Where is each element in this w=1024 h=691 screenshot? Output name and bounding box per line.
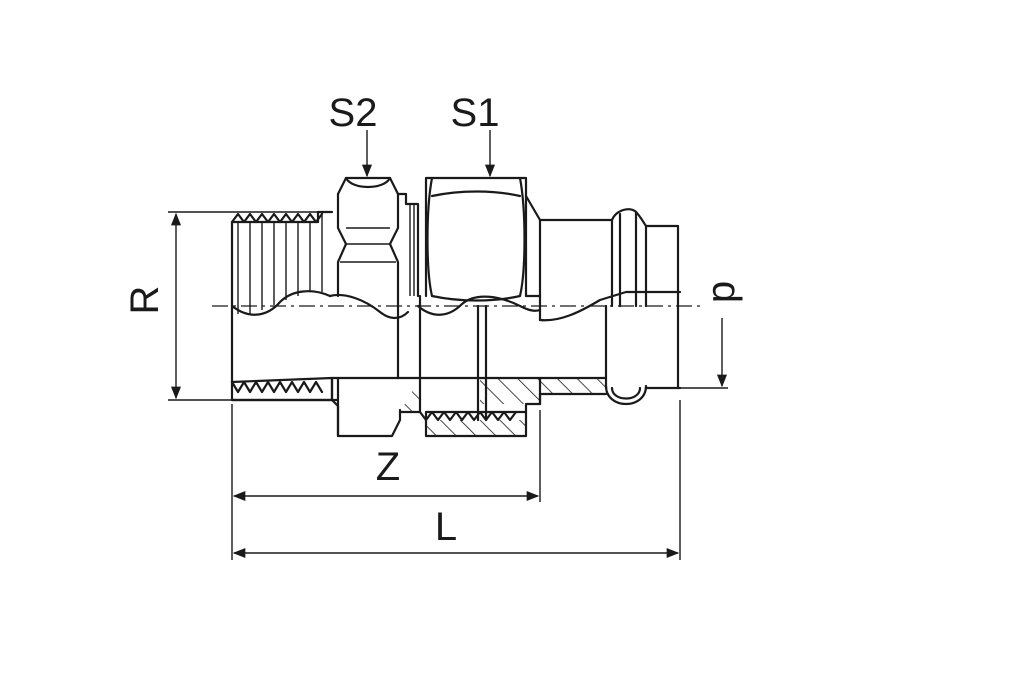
label-z: Z xyxy=(376,445,400,489)
dimension-lines xyxy=(168,130,728,560)
union-nut-s1 xyxy=(416,176,542,438)
label-l: L xyxy=(435,505,457,549)
label-s2: S2 xyxy=(329,91,378,135)
label-r: R xyxy=(123,286,167,315)
label-s1: S1 xyxy=(451,91,500,135)
label-p: p xyxy=(699,281,743,303)
hex-nut-s2 xyxy=(328,176,410,438)
collar xyxy=(396,192,422,414)
press-end-section xyxy=(524,194,682,406)
